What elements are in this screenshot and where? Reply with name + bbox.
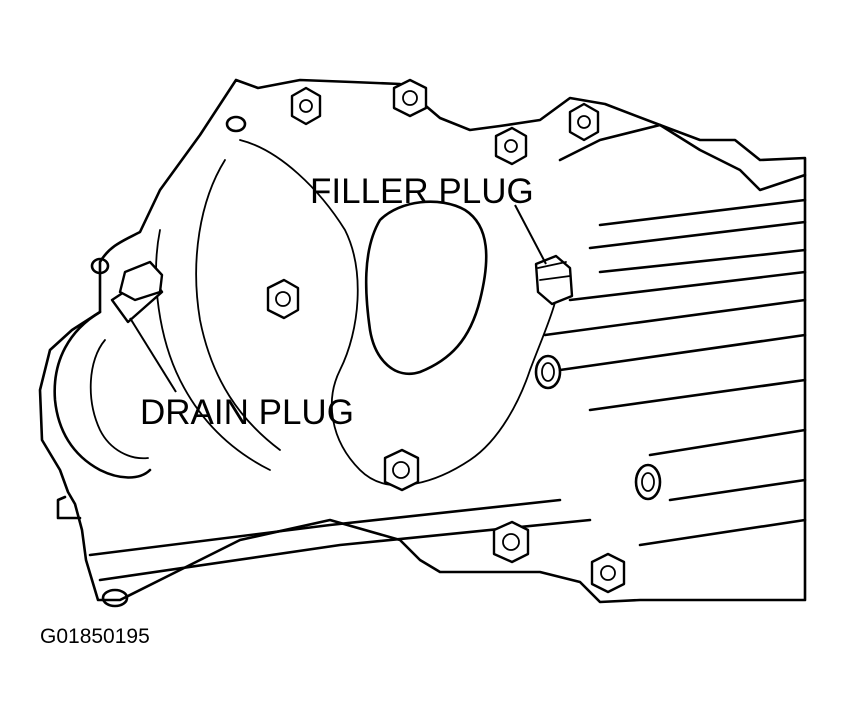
central-boss (364, 200, 488, 375)
upper-rib-2 (588, 220, 807, 250)
body-rib-2 (543, 298, 807, 337)
drain-plug-label: DRAIN PLUG (140, 393, 354, 432)
left-end-inner (89, 339, 149, 460)
flange-contour (239, 139, 561, 487)
filler-plug-shape (534, 254, 574, 306)
upper-rib-1 (598, 198, 807, 227)
bolt-6 (383, 448, 420, 492)
flange-left (155, 229, 271, 471)
body-rib-1 (568, 270, 807, 302)
boss-lower-right (634, 463, 662, 501)
bolt-1 (290, 86, 322, 126)
drain-plug-leader (129, 317, 177, 393)
filler-plug-leader (514, 204, 547, 265)
boss-top-left (225, 115, 247, 133)
filler-plug-edge (537, 261, 571, 281)
left-end (53, 310, 152, 479)
body-rib-6 (668, 478, 807, 502)
body-rib-3 (558, 333, 807, 372)
bolt-4 (568, 102, 600, 142)
upper-rib-3 (598, 248, 807, 274)
body-rib-5 (648, 428, 807, 457)
bottom-nub (56, 495, 82, 520)
figure-id: G01850195 (40, 625, 150, 648)
lower-line-1 (88, 498, 562, 557)
upper-housing (558, 123, 807, 192)
boss-right (534, 354, 562, 390)
body-rib-7 (638, 518, 807, 547)
bolt-5 (266, 278, 300, 320)
filler-plug-label: FILLER PLUG (310, 172, 534, 211)
case-outline (38, 78, 807, 604)
drain-plug-head (118, 260, 164, 302)
bolt-7 (492, 520, 530, 564)
boss-left (90, 257, 110, 275)
boss-bottom-left (101, 588, 129, 608)
bolt-8 (590, 552, 626, 594)
boss-lower-right-hole (641, 472, 655, 492)
body-rib-4 (588, 378, 807, 412)
flange-inner (195, 159, 281, 451)
boss-right-hole (541, 362, 555, 382)
bolt-3 (494, 126, 528, 166)
bolt-2 (392, 78, 428, 118)
